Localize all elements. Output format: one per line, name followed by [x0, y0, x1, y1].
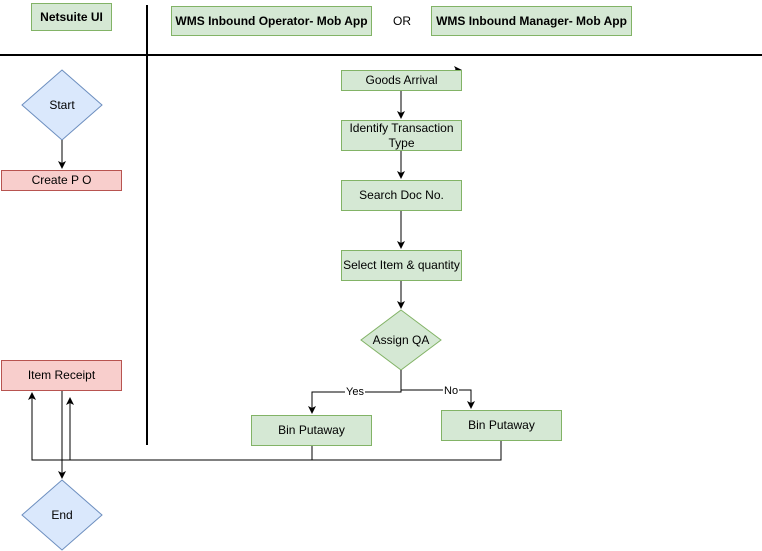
end-diamond [21, 479, 103, 551]
edge-putaway-no-receipt [66, 397, 502, 461]
identify-transaction-box: Identify Transaction Type [341, 120, 462, 151]
netsuite-ui-header: Netsuite UI [31, 3, 112, 31]
start-label: Start [49, 97, 75, 112]
select-item-box: Select Item & quantity [341, 250, 462, 281]
search-doc-box: Search Doc No. [341, 180, 462, 211]
goods-arrival-box: Goods Arrival [341, 70, 462, 91]
or-label: OR [393, 13, 411, 28]
yes-edge-label: Yes [345, 386, 365, 398]
item-receipt-box: Item Receipt [1, 360, 122, 391]
create-po-box: Create P O [1, 170, 122, 191]
manager-app-header: WMS Inbound Manager- Mob App [431, 6, 632, 36]
bin-putaway-yes-box: Bin Putaway [251, 415, 372, 446]
assign-qa-label: Assign QA [372, 332, 430, 347]
end-label: End [51, 507, 73, 522]
bin-putaway-no-box: Bin Putaway [441, 410, 562, 441]
edge-qa-no [400, 370, 475, 409]
operator-app-header: WMS Inbound Operator- Mob App [171, 6, 372, 36]
no-edge-label: No [443, 385, 460, 397]
